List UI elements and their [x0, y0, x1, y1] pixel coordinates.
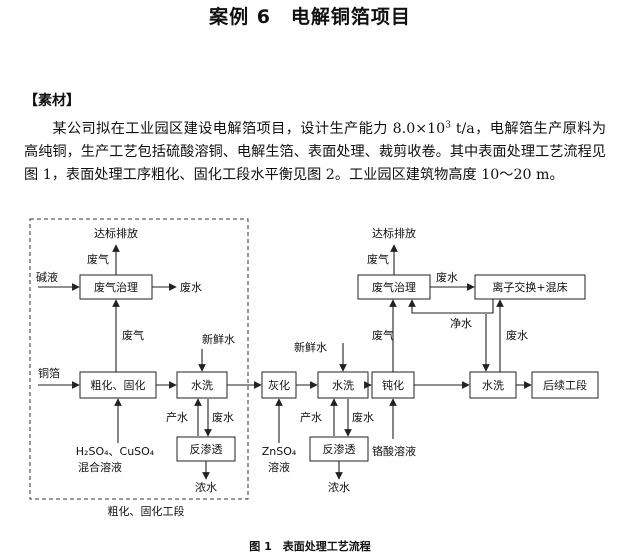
- box-roughen-cure: 粗化、固化: [79, 371, 157, 399]
- label-discharge-2: 达标排放: [372, 226, 416, 240]
- svg-text:废气治理: 废气治理: [94, 280, 138, 294]
- process-flow-diagram: 废气治理 粗化、固化 水洗 反渗透 灰化 水洗 反渗透 钝化 废气治理 离子交换…: [29, 218, 599, 518]
- label-discharge-1: 达标排放: [94, 226, 138, 240]
- label-wastewater-e: 废水: [506, 328, 528, 342]
- box-waste-gas-treatment-2: 废气治理: [357, 274, 431, 300]
- svg-text:后续工段: 后续工段: [543, 378, 587, 392]
- box-reverse-osmosis-2: 反渗透: [309, 436, 369, 462]
- label-znso4-1: ZnSO₄: [262, 445, 297, 458]
- label-waste-gas-c: 废气: [367, 252, 389, 266]
- paragraph-part-1: 某公司拟在工业园区建设电解箔项目，设计生产能力 8.0×10: [52, 121, 446, 137]
- box-wash-2: 水洗: [317, 371, 369, 399]
- box-wash-1: 水洗: [176, 371, 228, 399]
- svg-text:灰化: 灰化: [268, 378, 290, 392]
- label-fresh-water-2: 新鲜水: [294, 340, 327, 354]
- label-product-water-1: 产水: [166, 410, 188, 424]
- case-title: 案例 6 电解铜箔项目: [209, 6, 411, 28]
- box-waste-gas-treatment-1: 废气治理: [79, 274, 153, 300]
- figure-caption: 图 1 表面处理工艺流程: [249, 540, 371, 553]
- label-znso4-2: 溶液: [268, 460, 290, 474]
- label-wastewater-c: 废水: [352, 410, 374, 424]
- box-wash-3: 水洗: [469, 371, 517, 399]
- label-mixed-solution-2: 混合溶液: [78, 460, 122, 474]
- svg-text:废气治理: 废气治理: [372, 280, 416, 294]
- label-stage: 粗化、固化工段: [108, 504, 185, 518]
- arrow-clean-water: [408, 299, 494, 314]
- svg-text:水洗: 水洗: [191, 379, 213, 392]
- label-copper-foil: 铜箔: [38, 366, 60, 380]
- label-concentrate-2: 浓水: [328, 481, 350, 494]
- paragraph-exponent: 3: [445, 120, 451, 131]
- box-ash: 灰化: [261, 371, 297, 399]
- label-concentrate-1: 浓水: [195, 481, 217, 494]
- label-waste-gas-b: 废气: [122, 328, 144, 342]
- label-fresh-water-1: 新鲜水: [202, 332, 235, 346]
- label-alkali: 碱液: [36, 270, 58, 284]
- svg-text:水洗: 水洗: [482, 379, 504, 392]
- label-wastewater-d: 废水: [436, 270, 458, 284]
- label-clean-water: 净水: [450, 316, 472, 330]
- svg-text:钝化: 钝化: [382, 378, 404, 392]
- svg-text:粗化、固化: 粗化、固化: [91, 378, 146, 392]
- section-heading: 【素材】: [24, 93, 80, 109]
- box-ion-exchange: 离子交换+混床: [474, 274, 586, 300]
- box-reverse-osmosis-1: 反渗透: [176, 436, 236, 462]
- label-waste-gas-d: 废气: [372, 328, 394, 342]
- label-chromic-acid: 铬酸溶液: [372, 444, 416, 458]
- label-product-water-2: 产水: [300, 410, 322, 424]
- svg-text:离子交换+混床: 离子交换+混床: [492, 280, 567, 294]
- label-wastewater-b: 废水: [212, 410, 234, 424]
- label-mixed-solution-1: H₂SO₄、CuSO₄: [76, 445, 155, 458]
- box-passivation: 钝化: [371, 371, 415, 399]
- label-waste-gas-a: 废气: [87, 252, 109, 266]
- box-follow-up-stage: 后续工段: [531, 371, 599, 399]
- material-paragraph: 某公司拟在工业园区建设电解箔项目，设计生产能力 8.0×103 t/a，电解箔生…: [24, 118, 606, 187]
- label-wastewater-a: 废水: [180, 280, 202, 294]
- svg-text:反渗透: 反渗透: [323, 442, 356, 456]
- stage-boundary: [29, 218, 249, 500]
- svg-text:反渗透: 反渗透: [190, 442, 223, 456]
- paragraph-part-2: t/a，电解箔生产原料为高纯铜，生产工艺包括硫酸溶铜、电解生箔、表面处理、裁剪收…: [24, 121, 607, 183]
- svg-text:水洗: 水洗: [332, 379, 354, 392]
